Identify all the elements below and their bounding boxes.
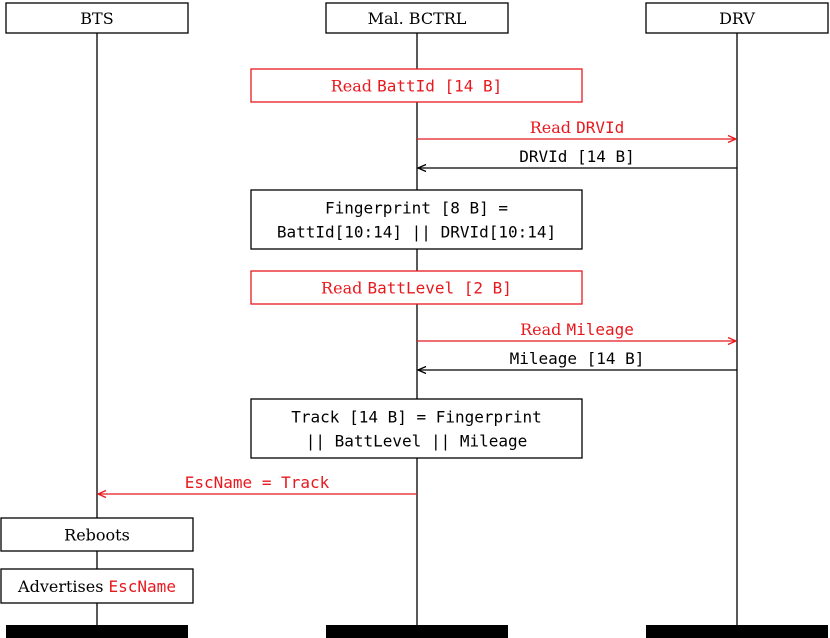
note-text-line-part: Read (321, 279, 367, 298)
message-label-part: Read (530, 118, 576, 137)
participant-box (645, 2, 829, 34)
step-3-message: DRVId [14 B] (418, 147, 737, 168)
participant-label: DRV (719, 9, 755, 28)
participant-label: Mal. BCTRL (368, 9, 467, 28)
step-8-note: Track [14 B] = Fingerprint || BattLevel |… (250, 398, 583, 459)
note-box (250, 68, 583, 103)
step-1-note: Read BattId [14 B] (250, 68, 583, 103)
note-box (250, 189, 583, 250)
participant-drv: DRV (645, 2, 829, 34)
note-text-line-part: Track [14 B] = Fingerprint (291, 408, 541, 427)
participant-bctrl: Mal. BCTRL (325, 2, 509, 34)
participant-label: BTS (80, 9, 113, 28)
note-text-line-part: || BattLevel || Mileage (306, 432, 528, 451)
participant-foot-drv (646, 625, 828, 638)
bts-note-box (0, 517, 194, 552)
bts-note-text-part: EscName (109, 577, 176, 596)
bts-note-text-part: Reboots (64, 526, 130, 545)
note-text-line: || BattLevel || Mileage (306, 432, 528, 451)
message-label-part: EscName = Track (185, 473, 330, 492)
note-text-line: Read BattId [14 B] (331, 77, 503, 96)
step-4-note: Fingerprint [8 B] = BattId[10:14] || DRV… (250, 189, 583, 250)
note-box (250, 398, 583, 459)
participant-foot-bts (6, 625, 188, 638)
note-text-line-part: BattLevel [2 B] (367, 279, 512, 298)
message-label: Read Mileage (520, 320, 634, 339)
participant-foot-bctrl (326, 625, 508, 638)
bts-note-box (0, 568, 194, 604)
message-label: EscName = Track (185, 473, 330, 492)
message-label-part: Mileage [14 B] (510, 349, 645, 368)
note-text-line: Fingerprint [8 B] = (325, 199, 508, 218)
message-label: Read DRVId (530, 118, 625, 137)
note-text-line: Track [14 B] = Fingerprint (291, 408, 541, 427)
step-2-message: Read DRVId (417, 118, 736, 139)
participant-bts: BTS (5, 2, 189, 34)
bts-note-text: Advertises EscName (17, 577, 176, 596)
message-label-part: Mileage (566, 320, 633, 339)
bts-note-text: Reboots (64, 526, 130, 545)
step-6-message: Read Mileage (417, 320, 736, 341)
step-10-bts-note: Reboots (0, 517, 194, 552)
message-label-part: DRVId [14 B] (519, 147, 635, 166)
message-label: DRVId [14 B] (519, 147, 635, 166)
participant-box (325, 2, 509, 34)
message-label-part: Read (520, 320, 566, 339)
note-text-line-part: Read (331, 77, 377, 96)
note-text-line: BattId[10:14] || DRVId[10:14] (277, 223, 556, 242)
step-5-note: Read BattLevel [2 B] (250, 270, 583, 305)
step-9-message: EscName = Track (98, 473, 417, 494)
step-7-message: Mileage [14 B] (418, 349, 737, 370)
note-text-line-part: BattId[10:14] || DRVId[10:14] (277, 223, 556, 242)
note-text-line-part: BattId [14 B] (377, 77, 502, 96)
note-text-line-part: Fingerprint [8 B] = (325, 199, 508, 218)
note-box (250, 270, 583, 305)
bts-note-text-part: Advertises (17, 577, 108, 596)
participant-box (5, 2, 189, 34)
message-label: Mileage [14 B] (510, 349, 645, 368)
step-11-bts-note: Advertises EscName (0, 568, 194, 604)
note-text-line: Read BattLevel [2 B] (321, 279, 512, 298)
message-label-part: DRVId (576, 118, 624, 137)
